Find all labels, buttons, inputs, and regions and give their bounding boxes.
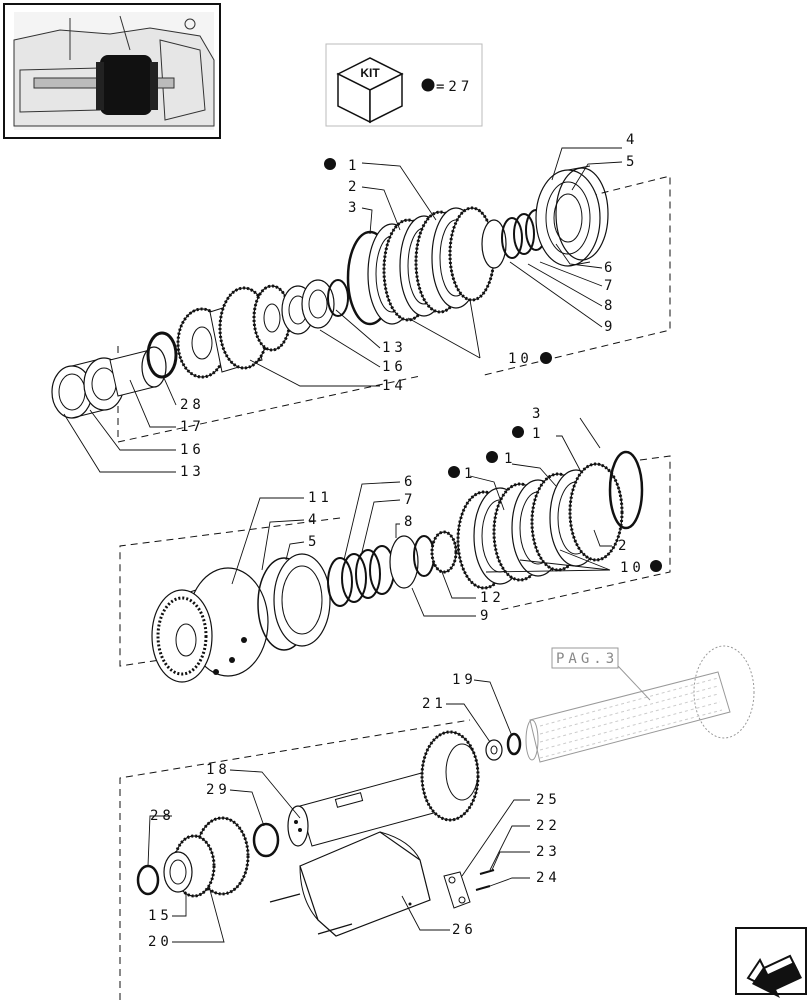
callout-10-lower: 10 <box>620 560 645 576</box>
callout-4: 4 <box>626 132 638 148</box>
group-2: 3 1 1 1 11 4 5 6 7 8 2 10 12 9 <box>119 406 671 683</box>
spring-pack-6-8[interactable] <box>327 530 458 607</box>
callout-1: 1 <box>348 158 360 174</box>
callout-22: 22 <box>536 818 561 834</box>
callout-13: 13 <box>382 340 407 356</box>
callout-1-lower-c: 1 <box>464 466 476 482</box>
clutch-pack-1-2-lower[interactable] <box>456 462 624 590</box>
kit-label: KIT <box>360 66 380 80</box>
callout-24: 24 <box>536 870 561 886</box>
callout-28: 28 <box>180 397 205 413</box>
callout-17: 17 <box>180 419 205 435</box>
gear-14[interactable] <box>176 284 292 379</box>
shaft-18[interactable] <box>287 730 480 847</box>
page-ref-3-button[interactable]: PAG.3 <box>551 647 651 701</box>
snap-ring-3-lower[interactable] <box>608 450 644 530</box>
callout-6-lower: 6 <box>404 474 416 490</box>
back-arrow-icon <box>746 954 802 998</box>
callout-15: 15 <box>148 908 173 924</box>
kit-dot-icon <box>448 466 460 478</box>
bracket-22-25[interactable] <box>443 869 495 909</box>
group-3: PAG.3 <box>119 645 755 1000</box>
callout-2: 2 <box>348 179 360 195</box>
callout-18: 18 <box>206 762 231 778</box>
snap-ring-28[interactable] <box>146 331 178 379</box>
filled-circle-icon <box>421 78 435 92</box>
snap-ring-28-lower[interactable] <box>136 864 160 896</box>
callout-7: 7 <box>604 278 616 294</box>
callout-9: 9 <box>604 319 616 335</box>
callout-16: 16 <box>382 359 407 375</box>
callout-8: 8 <box>604 298 616 314</box>
kit-cube-icon <box>336 57 404 124</box>
snap-ring-19[interactable] <box>506 732 522 756</box>
callout-6: 6 <box>604 260 616 276</box>
callout-13b: 13 <box>180 464 205 480</box>
kit-dot-icon <box>486 451 498 463</box>
snap-ring-29[interactable] <box>252 822 280 858</box>
guard-26[interactable] <box>269 831 431 937</box>
main-shaft-ghost <box>525 645 755 763</box>
callout-3: 3 <box>348 200 360 216</box>
overview-thumbnail[interactable] <box>3 3 221 139</box>
callout-3-lower: 3 <box>532 406 544 422</box>
washer-21[interactable] <box>485 739 503 761</box>
group-1: 1 2 3 4 5 6 7 8 9 10 13 16 14 28 17 16 1… <box>51 132 671 480</box>
clutch-drum-11[interactable] <box>151 567 269 683</box>
sleeve-17[interactable] <box>109 346 167 397</box>
piston-5[interactable] <box>273 553 331 647</box>
callout-25: 25 <box>536 792 561 808</box>
callout-8-lower: 8 <box>404 514 416 530</box>
kit-dot-icon <box>650 560 662 572</box>
callout-14: 14 <box>382 378 407 394</box>
kit-equals-text: =27 <box>436 79 473 95</box>
callout-11: 11 <box>308 490 333 506</box>
callout-5-lower: 5 <box>308 534 320 550</box>
bearing-13-16[interactable] <box>51 357 125 419</box>
callout-2-lower: 2 <box>618 538 630 554</box>
kit-dot-icon <box>540 352 552 364</box>
callout-12: 12 <box>480 590 505 606</box>
callout-19: 19 <box>452 672 477 688</box>
callout-21: 21 <box>422 696 447 712</box>
kit-dot-icon <box>324 158 336 170</box>
callout-1-lower-a: 1 <box>532 426 544 442</box>
callout-1-lower-b: 1 <box>504 451 516 467</box>
gear-15-20[interactable] <box>163 816 250 898</box>
bearing-13-16-right[interactable] <box>281 279 349 335</box>
page-ref-label: PAG.3 <box>556 651 618 667</box>
callout-5: 5 <box>626 154 638 170</box>
callout-16b: 16 <box>180 442 205 458</box>
clutch-pack-1-2[interactable] <box>367 206 496 325</box>
callout-26: 26 <box>452 922 477 938</box>
callout-29: 29 <box>206 782 231 798</box>
kit-dot-icon <box>512 426 524 438</box>
callout-4-lower: 4 <box>308 512 320 528</box>
back-arrow-button[interactable] <box>735 927 807 998</box>
callout-10: 10 <box>508 351 533 367</box>
callout-7-lower: 7 <box>404 492 416 508</box>
callout-9-lower: 9 <box>480 608 492 624</box>
callout-23: 23 <box>536 844 561 860</box>
callout-20: 20 <box>148 934 173 950</box>
kit-legend: KIT =27 <box>325 43 483 127</box>
piston-4-5[interactable] <box>535 165 609 267</box>
callout-28-lower: 28 <box>150 808 175 824</box>
